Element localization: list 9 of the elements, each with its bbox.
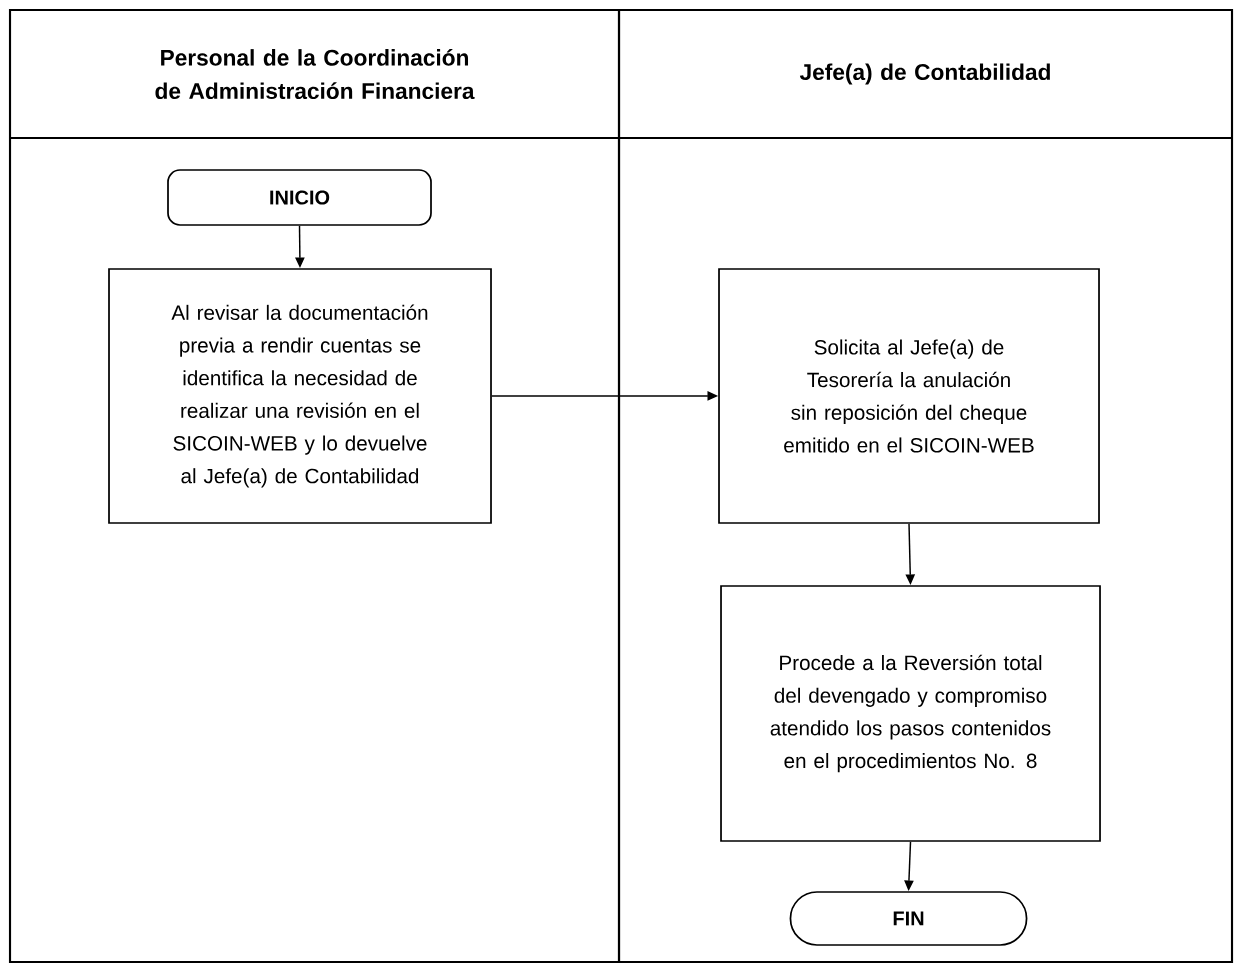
swimlane xyxy=(8,8,621,964)
terminator: FIN xyxy=(789,891,1028,946)
lane-heading: Personal de la Coordinación de Administración Financiera xyxy=(155,48,475,100)
process-box: Al revisar la documentación previa a rendir cuentas se identifica la necesidad de realizar una revisión en el SICOIN-WEB y lo devuelve al Jefe(a) de Contabilidad xyxy=(108,268,492,524)
process-box: Procede a la Reversión total del devengado y compromiso atendido los pasos contenidos en el procedimientos No. 8 xyxy=(720,585,1101,842)
terminator: INICIO xyxy=(167,169,432,226)
swimlane xyxy=(617,8,1234,964)
lane-heading: Jefe(a) de Contabilidad xyxy=(799,63,1050,85)
process-box: Solicita al Jefe(a) de Tesorería la anulación sin reposición del cheque emitido en el SICOIN-WEB xyxy=(718,268,1100,524)
